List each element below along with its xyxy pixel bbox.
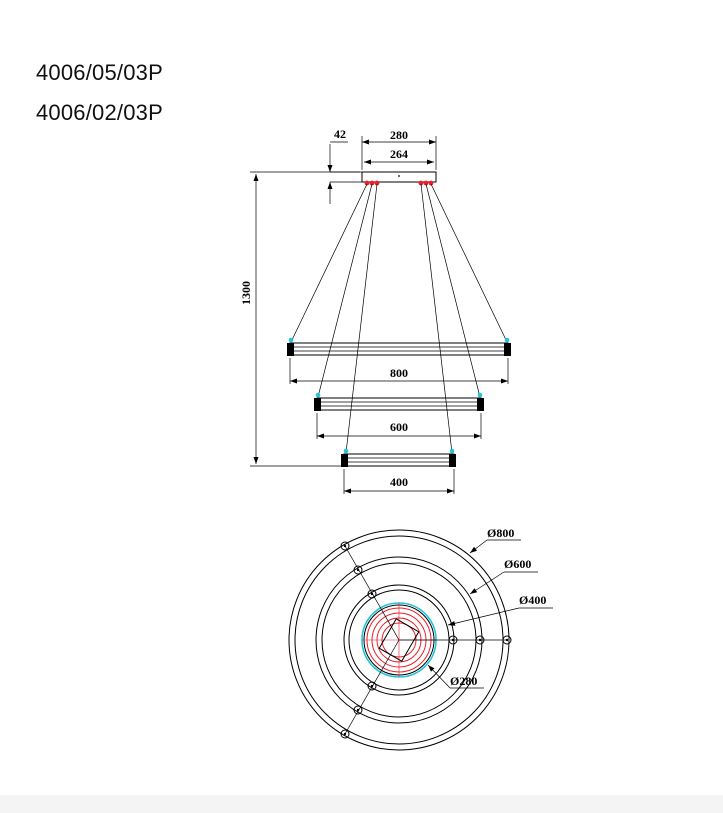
dim-280-label: 280 [390,128,408,142]
plan-view: Ø800 Ø600 Ø400 Ø280 [288,526,553,751]
model-code-1: 4006/05/03P [36,60,163,85]
dim-1300-label: 1300 [239,281,253,305]
ring-large-plan [288,529,510,751]
elevation-view: 280 264 42 [239,127,511,494]
ring-medium-side [314,392,484,411]
suspension-cables [290,183,508,454]
bottom-band [0,795,723,813]
canopy-mount-points [364,180,434,186]
dim-42-label: 42 [334,127,346,141]
dim-400-label: 400 [390,475,408,489]
ring-large-side [287,337,511,356]
model-code-2: 4006/02/03P [36,100,163,125]
label-diameter-280: Ø280 [450,674,477,688]
plan-attachment-points [340,541,512,739]
dim-600-label: 600 [390,420,408,434]
dim-800-label: 800 [390,366,408,380]
dim-264-label: 264 [390,147,408,161]
label-diameter-600: Ø600 [504,557,531,571]
label-diameter-400: Ø400 [519,593,546,607]
canopy [361,171,437,183]
label-diameter-800: Ø800 [487,526,514,540]
ring-small-side [341,448,456,467]
